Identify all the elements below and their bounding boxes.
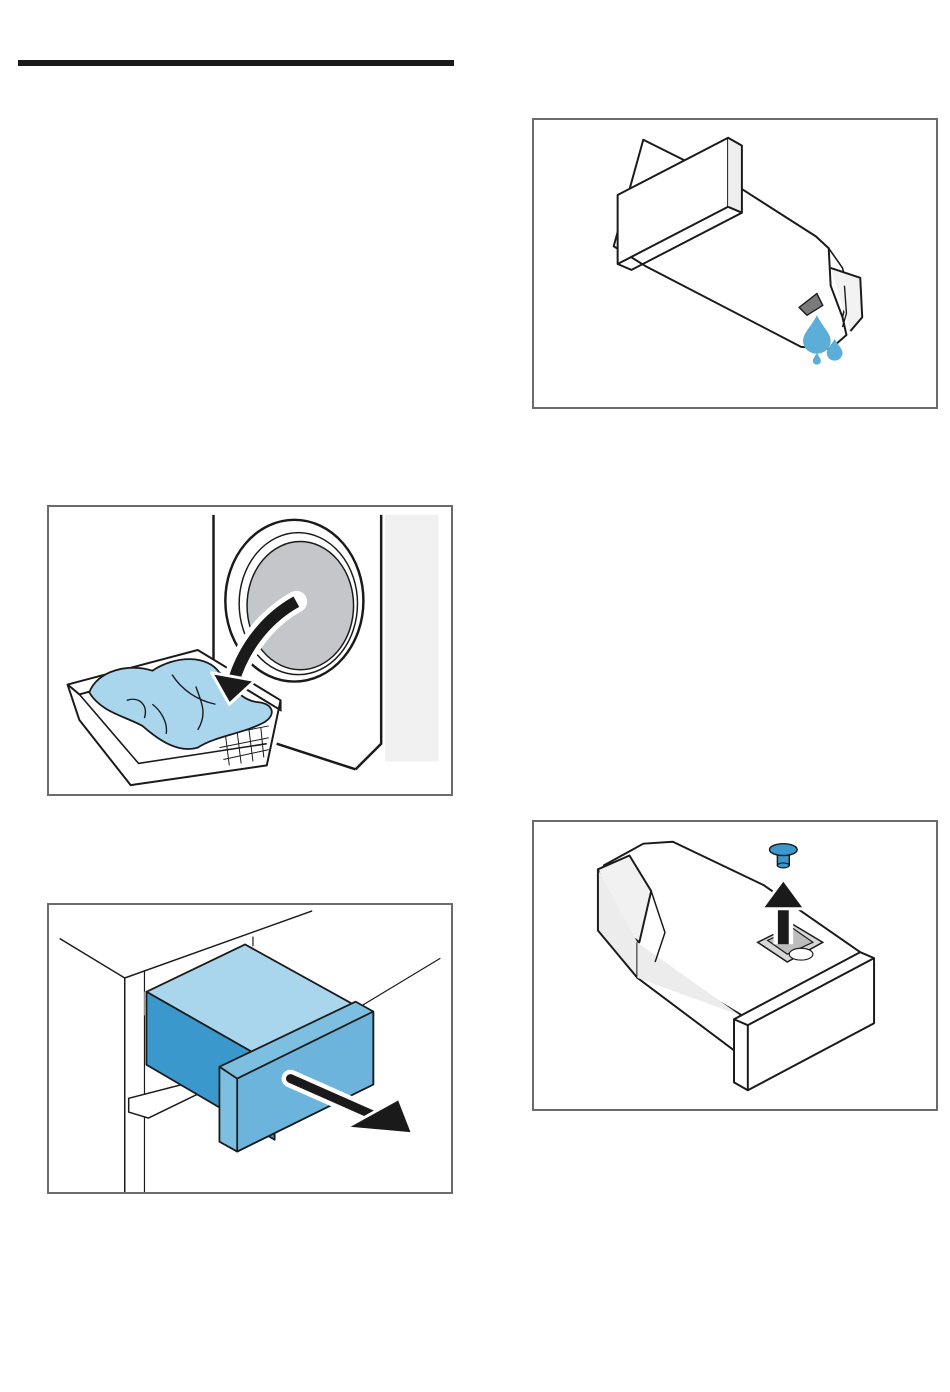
- section-header-rule: [18, 60, 454, 66]
- tank-cap-icon: [770, 844, 798, 868]
- illustration-laundry-unloading: [47, 505, 453, 796]
- illustration-water-tank-draining: [532, 118, 938, 409]
- illustration-tank-cap-removal: [532, 820, 938, 1111]
- water-tank-removal-drawing: [49, 905, 451, 1192]
- illustration-water-tank-removal: [47, 903, 453, 1194]
- laundry-unloading-drawing: [49, 507, 451, 794]
- tank-cap-removal-drawing: [534, 822, 936, 1109]
- water-tank-draining-drawing: [534, 120, 936, 407]
